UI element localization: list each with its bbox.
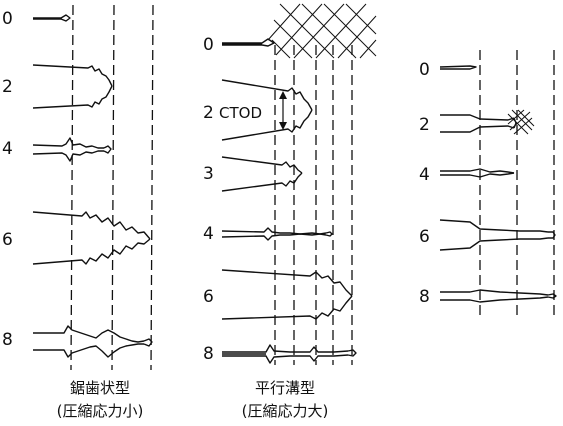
caption-subtitle: (圧縮応力大) xyxy=(242,402,329,420)
caption-subtitle: (圧縮応力小) xyxy=(57,402,144,420)
crack-profile xyxy=(222,344,357,364)
crack-profile xyxy=(440,114,517,133)
crack-profile xyxy=(32,64,113,109)
stage-label: 2 xyxy=(2,77,13,97)
crack-profile xyxy=(221,156,303,192)
caption-title: 鋸歯状型 xyxy=(70,379,130,397)
crack-profile xyxy=(439,65,477,70)
ctod-label: CTOD xyxy=(219,104,262,122)
crack-profile xyxy=(222,38,275,47)
panel-parallel: 0 2 3 4 6 8 CTOD xyxy=(203,3,377,420)
stage-label: 2 xyxy=(203,103,214,123)
stage-label: 8 xyxy=(203,344,214,364)
crack-profile xyxy=(439,219,556,251)
hatched-region xyxy=(267,3,377,59)
stage-label: 6 xyxy=(203,287,214,307)
stage-label: 8 xyxy=(2,330,13,350)
crack-profile xyxy=(33,325,153,358)
crack-profile xyxy=(32,137,112,162)
caption-title: 平行溝型 xyxy=(255,379,315,397)
stage-label: 0 xyxy=(419,60,430,80)
stage-label: 4 xyxy=(2,139,13,159)
stage-label: 8 xyxy=(419,287,430,307)
stage-label: 6 xyxy=(2,230,13,250)
stage-label: 3 xyxy=(203,164,214,184)
ctod-arrow xyxy=(279,91,287,130)
panel-sawtooth: 0 2 4 6 8 鋸歯状型 xyxy=(2,4,154,420)
stage-label: 2 xyxy=(419,115,430,135)
dashed-line xyxy=(111,4,115,371)
crack-profile xyxy=(32,211,151,265)
dashed-line xyxy=(150,4,154,371)
hatched-region xyxy=(507,109,535,135)
crack-profile xyxy=(221,227,333,241)
stage-label: 4 xyxy=(203,224,214,244)
stage-label: 0 xyxy=(2,9,13,29)
dashed-line xyxy=(70,4,74,371)
crack-profile xyxy=(221,79,313,141)
crack-profile xyxy=(440,289,557,303)
crack-profile xyxy=(33,14,71,22)
stage-label: 6 xyxy=(419,227,430,247)
stage-label: 0 xyxy=(203,35,214,55)
crack-profile xyxy=(221,269,353,320)
crack-profile xyxy=(440,168,515,178)
stage-label: 4 xyxy=(419,165,430,185)
panel-third: 0 2 4 6 8 xyxy=(419,50,557,318)
